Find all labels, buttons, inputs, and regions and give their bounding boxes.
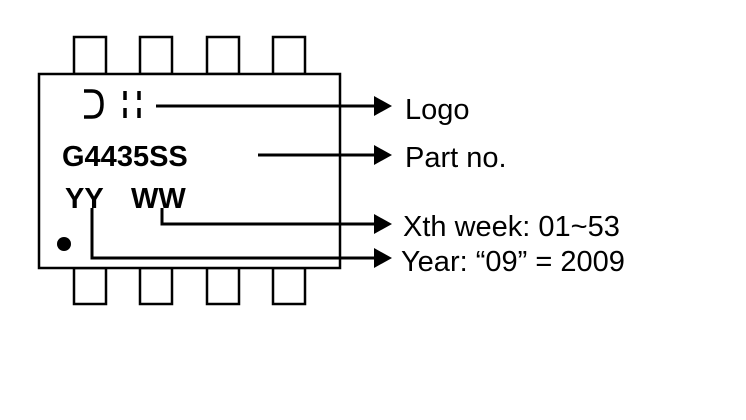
- year-callout-label: Year: “09” = 2009: [401, 246, 625, 278]
- week-arrow-icon: [374, 214, 392, 234]
- week-callout-label: Xth week: 01~53: [403, 211, 620, 243]
- bottom-pins: [72, 266, 307, 306]
- pin-bottom-2: [138, 266, 174, 306]
- pin-top-4: [271, 35, 307, 76]
- logo-callout-label: Logo: [405, 94, 470, 126]
- part-no-arrow-icon: [374, 145, 392, 165]
- week-leader-line: [160, 208, 376, 226]
- part-no-callout-label: Part no.: [405, 142, 507, 174]
- pin-top-3: [205, 35, 241, 76]
- company-logo-icon: [84, 89, 141, 119]
- week-code-marking: WW: [131, 183, 186, 215]
- year-code-marking: YY: [65, 183, 104, 215]
- pin-bottom-1: [72, 266, 108, 306]
- pin1-indicator-dot: [57, 237, 71, 251]
- year-arrow-icon: [374, 248, 392, 268]
- pin-bottom-3: [205, 266, 241, 306]
- part-number-marking: G4435SS: [62, 141, 188, 173]
- top-pins: [72, 35, 307, 76]
- callout-leaders: [90, 96, 392, 268]
- pin-top-2: [138, 35, 174, 76]
- pin-top-1: [72, 35, 108, 76]
- pin-bottom-4: [271, 266, 307, 306]
- year-leader-line: [90, 208, 376, 260]
- logo-arrow-icon: [374, 96, 392, 116]
